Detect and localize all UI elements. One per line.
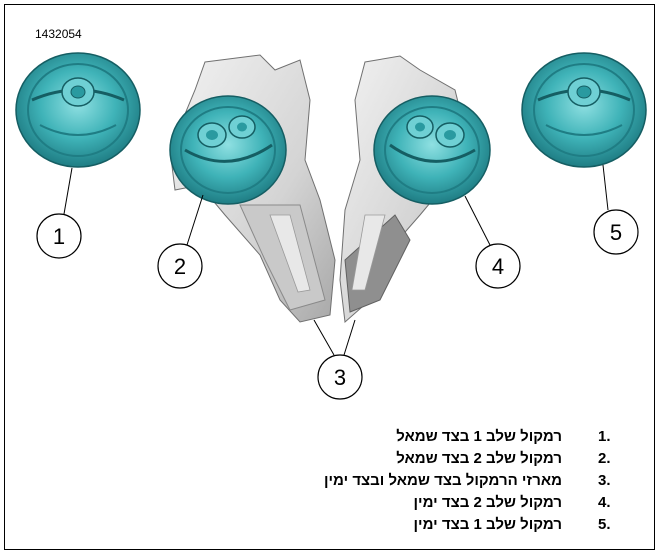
legend-number: 2. <box>598 450 611 467</box>
speaker-2-left-stage2 <box>169 95 287 205</box>
legend-number: 3. <box>598 472 611 489</box>
legend-text: רמקול שלב 1 בצד שמאל <box>396 428 562 445</box>
legend-number: 5. <box>598 516 611 533</box>
speaker-4-right-stage2 <box>373 95 491 205</box>
callout-4: 4 <box>475 243 521 289</box>
legend-item: 3. מארזי הרמקול בצד שמאל ובצד ימין <box>0 472 640 494</box>
legend-item: 1. רמקול שלב 1 בצד שמאל <box>0 428 640 450</box>
svg-text:1: 1 <box>53 224 65 249</box>
legend-text: מארזי הרמקול בצד שמאל ובצד ימין <box>323 472 562 489</box>
callout-2: 2 <box>157 243 203 289</box>
callout-5: 5 <box>593 209 639 255</box>
legend-number: 4. <box>598 494 611 511</box>
leader-lines <box>63 164 609 356</box>
speaker-illustration: 1 2 3 4 5 <box>15 52 647 400</box>
callout-3: 3 <box>317 354 363 400</box>
legend-number: 1. <box>598 428 611 445</box>
svg-text:3: 3 <box>334 365 346 390</box>
legend-item: 2. רמקול שלב 2 בצד שמאל <box>0 450 640 472</box>
speaker-5-right-stage1 <box>521 52 647 168</box>
callout-1: 1 <box>36 213 82 259</box>
svg-text:4: 4 <box>492 254 504 279</box>
legend-text: רמקול שלב 1 בצד ימין <box>413 516 562 533</box>
figure-id: 1432054 <box>35 27 82 41</box>
legend-text: רמקול שלב 2 בצד ימין <box>413 494 562 511</box>
svg-text:2: 2 <box>174 254 186 279</box>
speaker-1-left-stage1 <box>15 52 141 168</box>
legend-item: 4. רמקול שלב 2 בצד ימין <box>0 494 640 516</box>
legend-text: רמקול שלב 2 בצד שמאל <box>396 450 562 467</box>
legend-item: 5. רמקול שלב 1 בצד ימין <box>0 516 640 538</box>
svg-text:5: 5 <box>610 220 622 245</box>
